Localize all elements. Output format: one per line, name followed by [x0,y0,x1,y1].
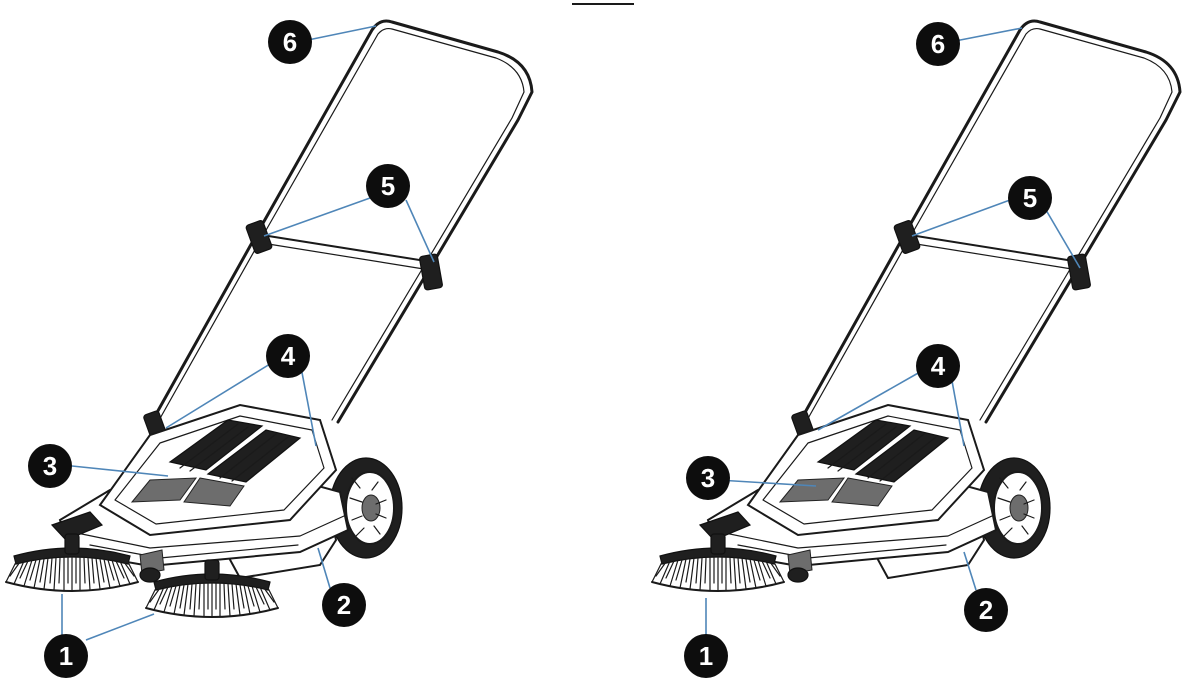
callout-2-right: 2 [964,588,1008,632]
callout-3-left: 3 [28,444,72,488]
callout-5-right: 5 [1008,176,1052,220]
svg-text:5: 5 [381,171,395,201]
svg-text:2: 2 [979,595,993,625]
callout-6-left: 6 [268,20,312,64]
svg-text:3: 3 [701,463,715,493]
svg-text:4: 4 [931,351,946,381]
figure-single-brush-sweeper [651,19,1182,592]
callout-5-left: 5 [366,164,410,208]
figure-dual-brush-sweeper [5,19,534,618]
svg-text:6: 6 [931,29,945,59]
callout-1-right: 1 [684,634,728,678]
callouts-left: 1 2 3 4 5 6 [28,20,410,678]
callout-3-right: 3 [686,456,730,500]
svg-text:2: 2 [337,590,351,620]
svg-text:6: 6 [283,27,297,57]
svg-text:3: 3 [43,451,57,481]
svg-text:5: 5 [1023,183,1037,213]
svg-text:1: 1 [59,641,73,671]
callout-6-right: 6 [916,22,960,66]
svg-text:4: 4 [281,341,296,371]
svg-text:1: 1 [699,641,713,671]
callouts-right: 1 2 3 4 5 6 [684,22,1052,678]
leaders-left [61,25,435,648]
callout-1-left: 1 [44,634,88,678]
callout-4-left: 4 [266,334,310,378]
callout-2-left: 2 [322,583,366,627]
callout-4-right: 4 [916,344,960,388]
